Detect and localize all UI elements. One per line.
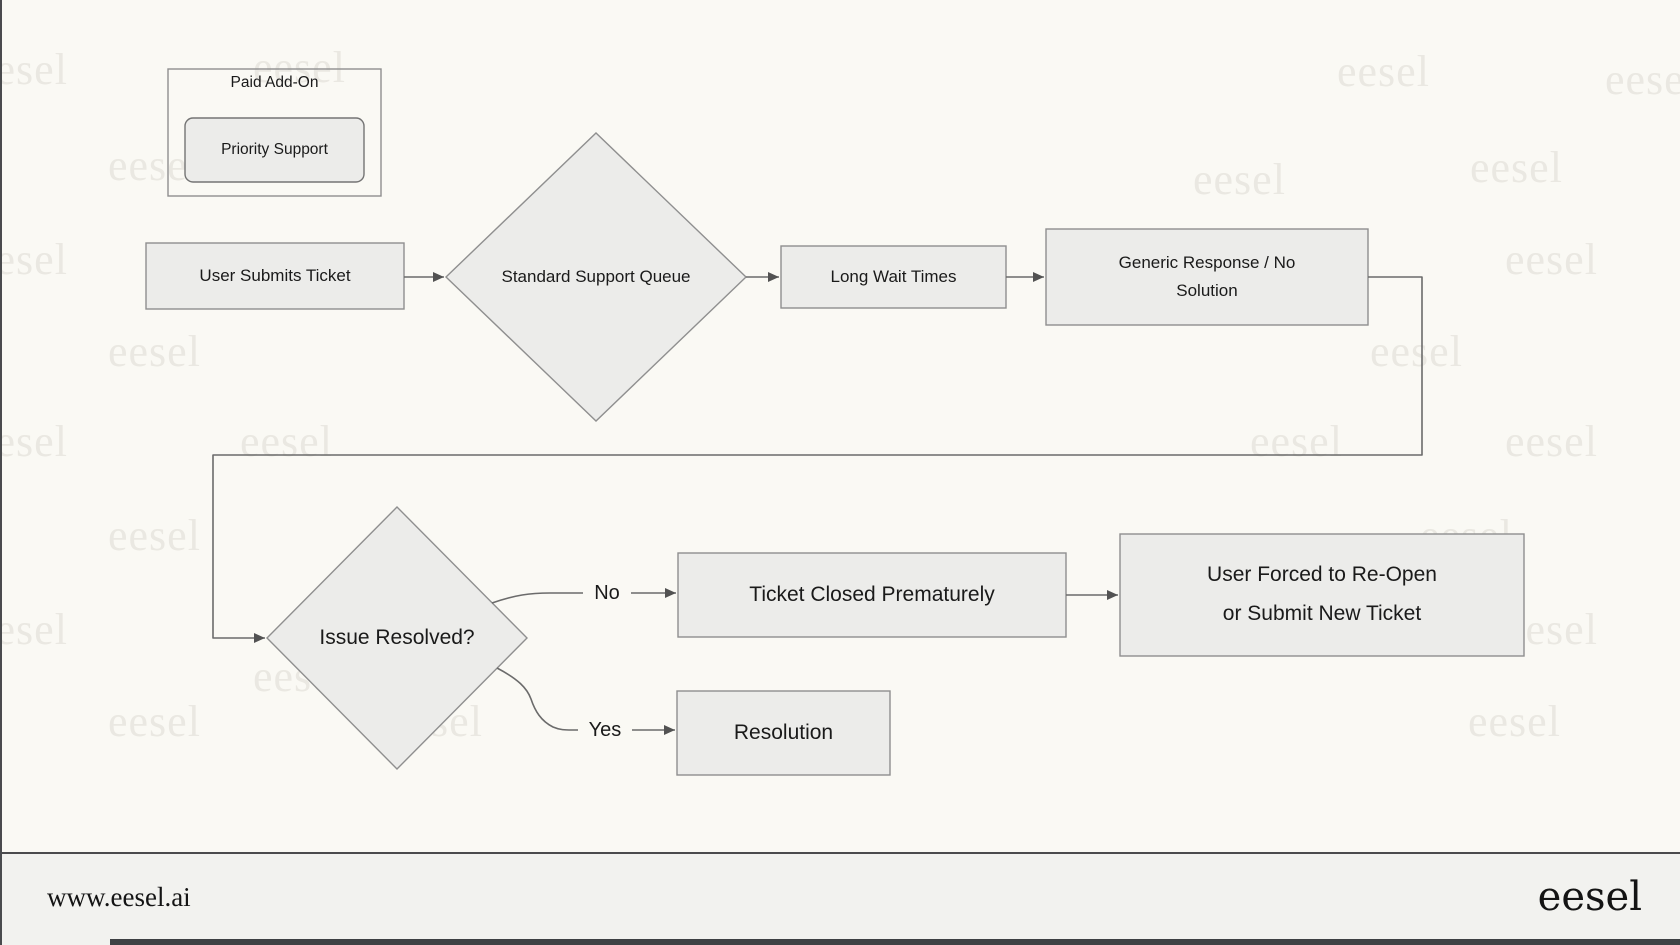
window-bottom-edge [110, 939, 1680, 945]
watermark-text: eesel [240, 417, 333, 466]
user-submits-label: User Submits Ticket [199, 265, 351, 285]
ticket-closed-node [677, 552, 1067, 638]
watermark-text: eesel [108, 697, 201, 746]
watermark-text: eesel [0, 417, 68, 466]
priority-support-label: Priority Support [221, 140, 328, 158]
priority-support-node [184, 117, 365, 183]
resolution-node [676, 690, 891, 776]
flowchart-canvas: eesel eesel eesel eesel eesel eesel eesel eesel… [0, 43, 1680, 776]
long-wait-label: Long Wait Times [830, 266, 957, 286]
footer-website-url[interactable]: www.eesel.ai [47, 881, 191, 912]
footer-bar: www.eesel.ai eesel [0, 852, 1680, 945]
watermark-text: eesel [1505, 417, 1598, 466]
watermark-text: eesel [0, 235, 68, 284]
ticket-closed-label: Ticket Closed Prematurely [749, 582, 995, 606]
watermark-text: eesel [0, 45, 68, 94]
paid-addon-group-label: Paid Add-On [230, 74, 319, 91]
edge-label-no: No [583, 581, 631, 605]
generic-response-label: Generic Response / No Solution [1118, 252, 1296, 300]
watermark-text: eesel [108, 511, 201, 560]
user-forced-label: User Forced to Re-Open or Submit New Tic… [1207, 563, 1437, 625]
watermark-text: eesel [1193, 155, 1286, 204]
watermark-text: eesel [108, 327, 201, 376]
watermark-text: eesel [1470, 143, 1563, 192]
watermark-text: eesel [253, 43, 346, 92]
resolution-label: Resolution [733, 720, 834, 744]
standard-queue-label: Standard Support Queue [501, 266, 691, 286]
edge-label-yes: Yes [578, 718, 632, 742]
watermark-text: eesel [0, 605, 68, 654]
watermark-text: eesel [1250, 417, 1343, 466]
watermark-text: eesel [1337, 47, 1430, 96]
user-submits-node [145, 242, 405, 310]
generic-response-node [1045, 228, 1369, 326]
watermark-text: eesel [1370, 327, 1463, 376]
paid-addon-group-box [167, 68, 382, 197]
user-forced-node [1119, 533, 1525, 657]
flowchart-shapes [145, 68, 1525, 776]
watermark-text: eesel [1605, 55, 1680, 104]
issue-resolved-diamond [266, 506, 528, 770]
eesel-logo: eesel [1537, 873, 1642, 920]
window-left-edge [0, 0, 2, 945]
long-wait-node [780, 245, 1007, 309]
connector-no-branch [491, 588, 676, 604]
watermark-text: eesel [1505, 235, 1598, 284]
watermark-text: eesel [1468, 697, 1561, 746]
issue-resolved-label: Issue Resolved? [319, 625, 475, 649]
connector-yes-branch [496, 667, 675, 735]
connector-generic-to-resolved [212, 276, 1423, 643]
